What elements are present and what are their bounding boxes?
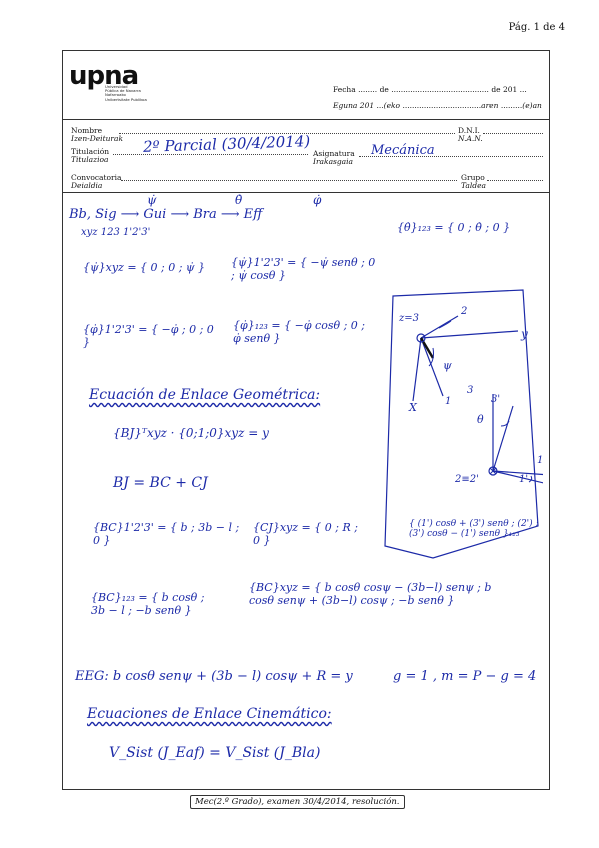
convocatoria-label-eu: Deialdia bbox=[71, 181, 103, 190]
diagram-label-1: 1 bbox=[445, 396, 452, 407]
bc-123: {BC}₁₂₃ = { b cosθ ; 3b − l ; −b senθ } bbox=[91, 591, 205, 617]
eguna-line: Eguna 201 ...(eko ......................… bbox=[333, 101, 542, 110]
velocity-equation: V_Sist (J_Eaf) = V_Sist (J_Bla) bbox=[109, 745, 321, 761]
diagram-label-x: X bbox=[409, 401, 417, 414]
diagram-label-z3: z=3 bbox=[399, 313, 420, 324]
vector-sum: BJ = BC + CJ bbox=[113, 475, 208, 491]
section-kinematic: Ecuaciones de Enlace Cinemático: bbox=[87, 706, 332, 722]
diagram-vector: { (1') cosθ + (3') senθ ; (2') ; (3') co… bbox=[409, 519, 539, 539]
bc-xyz: {BC}xyz = { b cosθ cosψ − (3b−l) senψ ; … bbox=[249, 581, 492, 607]
bc-123p: {BC}1'2'3' = { b ; 3b − l ; 0 } bbox=[93, 521, 240, 547]
eeg-equation: EEG: b cosθ senψ + (3b − l) cosψ + R = y bbox=[75, 669, 353, 684]
exam-sheet: upna Universidad Pública de Navarra Nafa… bbox=[62, 50, 550, 790]
asignatura-label: Asignatura bbox=[313, 149, 355, 158]
logo-subtitle: Universidad Pública de Navarra Nafarroak… bbox=[105, 84, 147, 102]
chain-rate-psi: ψ̇ bbox=[147, 193, 157, 207]
asignatura-label-eu: Irakasgaia bbox=[313, 157, 354, 166]
psi-123p: {ψ̇}1'2'3' = { −ψ̇ senθ ; 0 ; ψ̇ cosθ } bbox=[231, 256, 376, 282]
frame-chain: Bb, Sig ⟶ Gui ⟶ Bra ⟶ Eff bbox=[69, 207, 263, 222]
diagram-label-3p: 3' bbox=[491, 394, 501, 405]
diagram-label-2eq2p: 2≡2' bbox=[455, 474, 479, 485]
handwritten-subject: Mecánica bbox=[371, 143, 435, 158]
titulacion-label: Titulación bbox=[71, 147, 110, 156]
titulacion-label-eu: Titulazioa bbox=[71, 155, 109, 164]
diagram-label-theta: θ bbox=[477, 413, 484, 426]
chain-rate-theta: θ̇ bbox=[235, 193, 243, 207]
diagram-label-1b: 1 bbox=[537, 455, 544, 466]
theta-vector: {θ̇}₁₂₃ = { 0 ; θ̇ ; 0 } bbox=[397, 221, 511, 234]
psi-xyz: {ψ̇}xyz = { 0 ; 0 ; ψ̇ } bbox=[83, 261, 206, 274]
grupo-label: Grupo bbox=[461, 173, 485, 182]
grupo-label-eu: Taldea bbox=[461, 181, 487, 190]
upna-logo: upna bbox=[69, 61, 139, 91]
chain-rate-phi: φ̇ bbox=[313, 193, 322, 207]
nombre-label: Nombre bbox=[71, 126, 103, 135]
phi-123: {φ̇}₁₂₃ = { −φ̇ cosθ ; 0 ; φ̇ senθ } bbox=[233, 319, 365, 345]
footer-caption: Mec(2.º Grado), examen 30/4/2014, resolu… bbox=[190, 795, 405, 809]
section-geometric: Ecuación de Enlace Geométrica: bbox=[89, 387, 321, 403]
nombre-label-eu: Izen-Deiturak bbox=[71, 134, 124, 143]
handwritten-name: 2º Parcial (30/4/2014) bbox=[142, 132, 311, 156]
bj-equation: {BJ}ᵀxyz · {0;1;0}xyz = y bbox=[113, 426, 269, 440]
phi-123p: {φ̇}1'2'3' = { −φ̇ ; 0 ; 0 } bbox=[83, 323, 214, 349]
rotation-diagram bbox=[384, 289, 543, 559]
convocatoria-label: Convocatoria bbox=[71, 173, 122, 182]
diagram-label-3: 3 bbox=[467, 385, 474, 396]
diagram-label-psi: ψ bbox=[443, 359, 452, 372]
nan-label: N.A.N. bbox=[458, 134, 483, 143]
dni-label: D.N.I. bbox=[458, 126, 480, 135]
diagram-label-1p: 1' bbox=[519, 474, 529, 485]
fecha-line: Fecha ........ de ......................… bbox=[333, 85, 527, 94]
page-number: Pág. 1 de 4 bbox=[508, 22, 565, 33]
eeg-dof: g = 1 , m = P − g = 4 bbox=[393, 669, 537, 684]
cj-xyz: {CJ}xyz = { 0 ; R ; 0 } bbox=[253, 521, 358, 547]
diagram-label-y: y bbox=[521, 327, 528, 341]
frame-chain-sub: xyz 123 1'2'3' bbox=[81, 227, 151, 238]
diagram-label-2: 2 bbox=[461, 306, 468, 317]
logo-word: upna bbox=[69, 61, 139, 91]
